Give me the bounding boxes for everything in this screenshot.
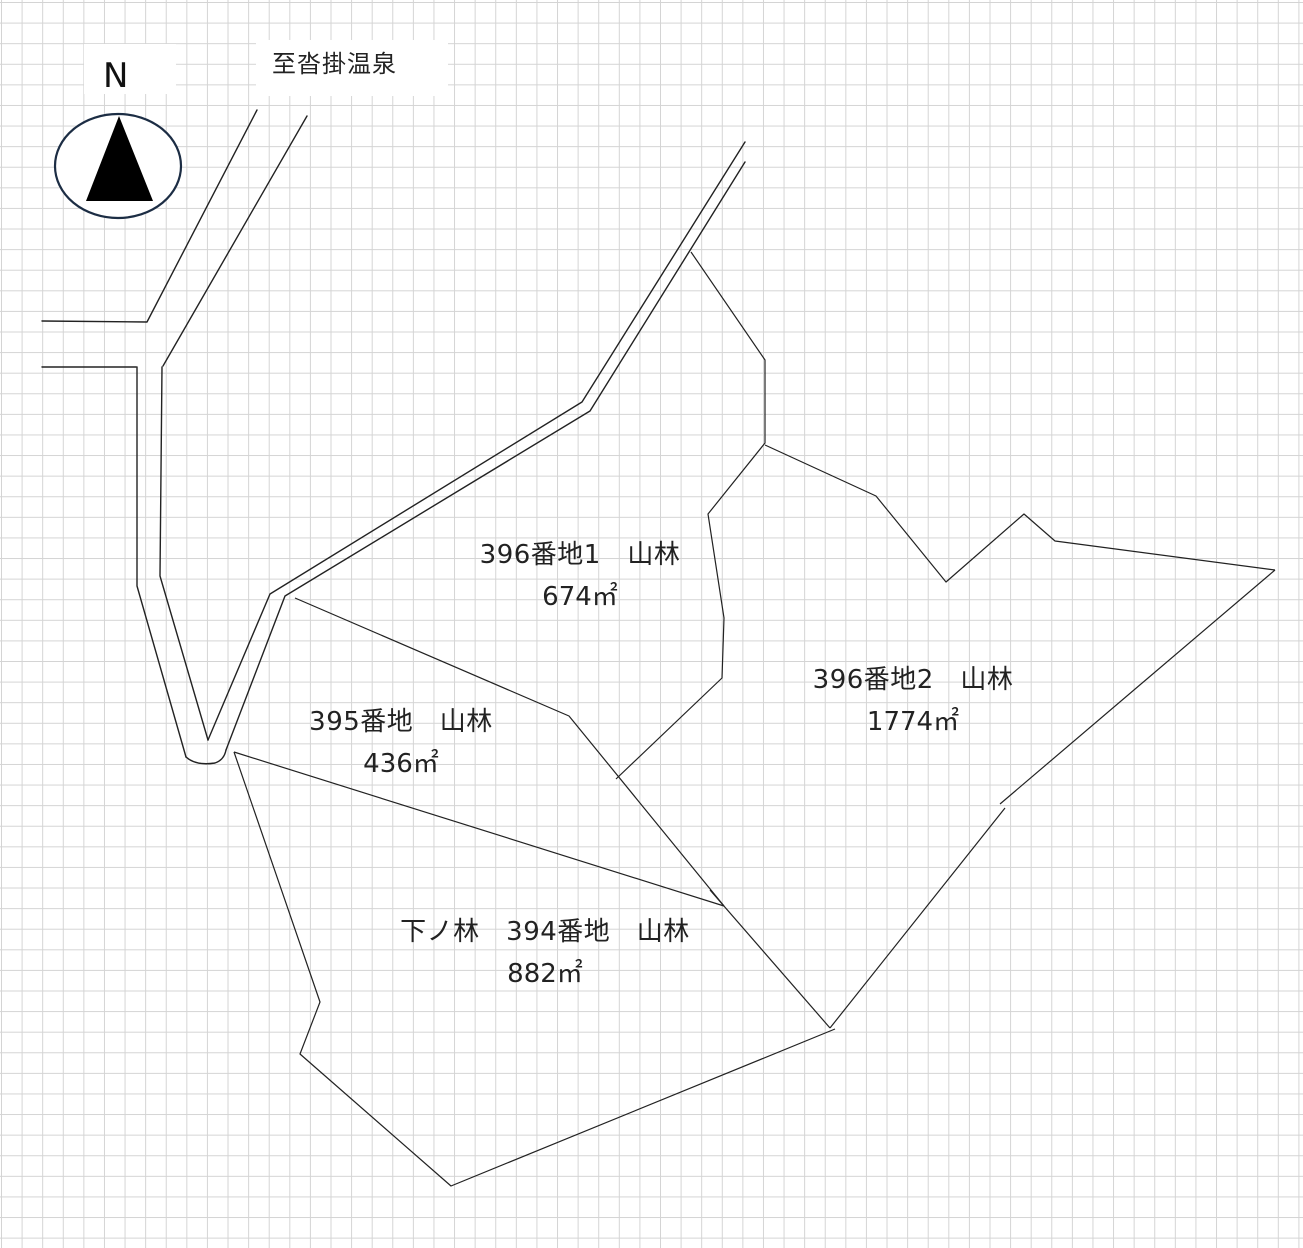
road-ne-edge-south bbox=[225, 161, 746, 751]
parcel-label-394: 下ノ林 394番地 山林 882㎡ bbox=[365, 911, 725, 995]
boundary-396-1-east bbox=[615, 251, 766, 780]
parcel-area: 1774㎡ bbox=[866, 707, 960, 737]
road-ne-edge-north bbox=[207, 141, 746, 741]
parcel-name: 下ノ林 394番地 山林 bbox=[400, 917, 690, 947]
parcel-label-396-2: 396番地2 山林 1774㎡ bbox=[763, 659, 1063, 743]
parcel-name: 395番地 山林 bbox=[309, 707, 493, 737]
north-label: N bbox=[103, 56, 129, 96]
parcel-area: 436㎡ bbox=[363, 749, 439, 779]
parcel-name: 396番地1 山林 bbox=[479, 540, 681, 570]
parcel-name: 396番地2 山林 bbox=[812, 665, 1014, 695]
road-turn-end bbox=[185, 749, 227, 765]
destination-label-background bbox=[256, 40, 448, 96]
road-edge-east bbox=[162, 115, 308, 367]
north-arrow-icon bbox=[86, 116, 153, 201]
destination-label: 至沓掛温泉 bbox=[272, 50, 397, 78]
road-south-edge-east bbox=[159, 366, 209, 741]
parcel-label-395: 395番地 山林 436㎡ bbox=[276, 701, 526, 785]
boundary-394-perimeter bbox=[233, 751, 836, 1187]
road-edge-west bbox=[41, 109, 258, 323]
boundary-395-north bbox=[294, 597, 725, 907]
north-label-background bbox=[84, 44, 176, 94]
boundary-394-east bbox=[709, 889, 831, 1029]
parcel-area: 882㎡ bbox=[507, 959, 583, 989]
boundary-396-2-north bbox=[764, 444, 1276, 583]
boundary-396-2-east bbox=[999, 569, 1276, 805]
boundary-394-north bbox=[233, 751, 725, 907]
parcel-label-396-1: 396番地1 山林 674㎡ bbox=[430, 534, 730, 618]
road-south-edge-west bbox=[136, 366, 187, 758]
boundary-396-2-south bbox=[829, 807, 1006, 1029]
parcel-area: 674㎡ bbox=[542, 582, 618, 612]
